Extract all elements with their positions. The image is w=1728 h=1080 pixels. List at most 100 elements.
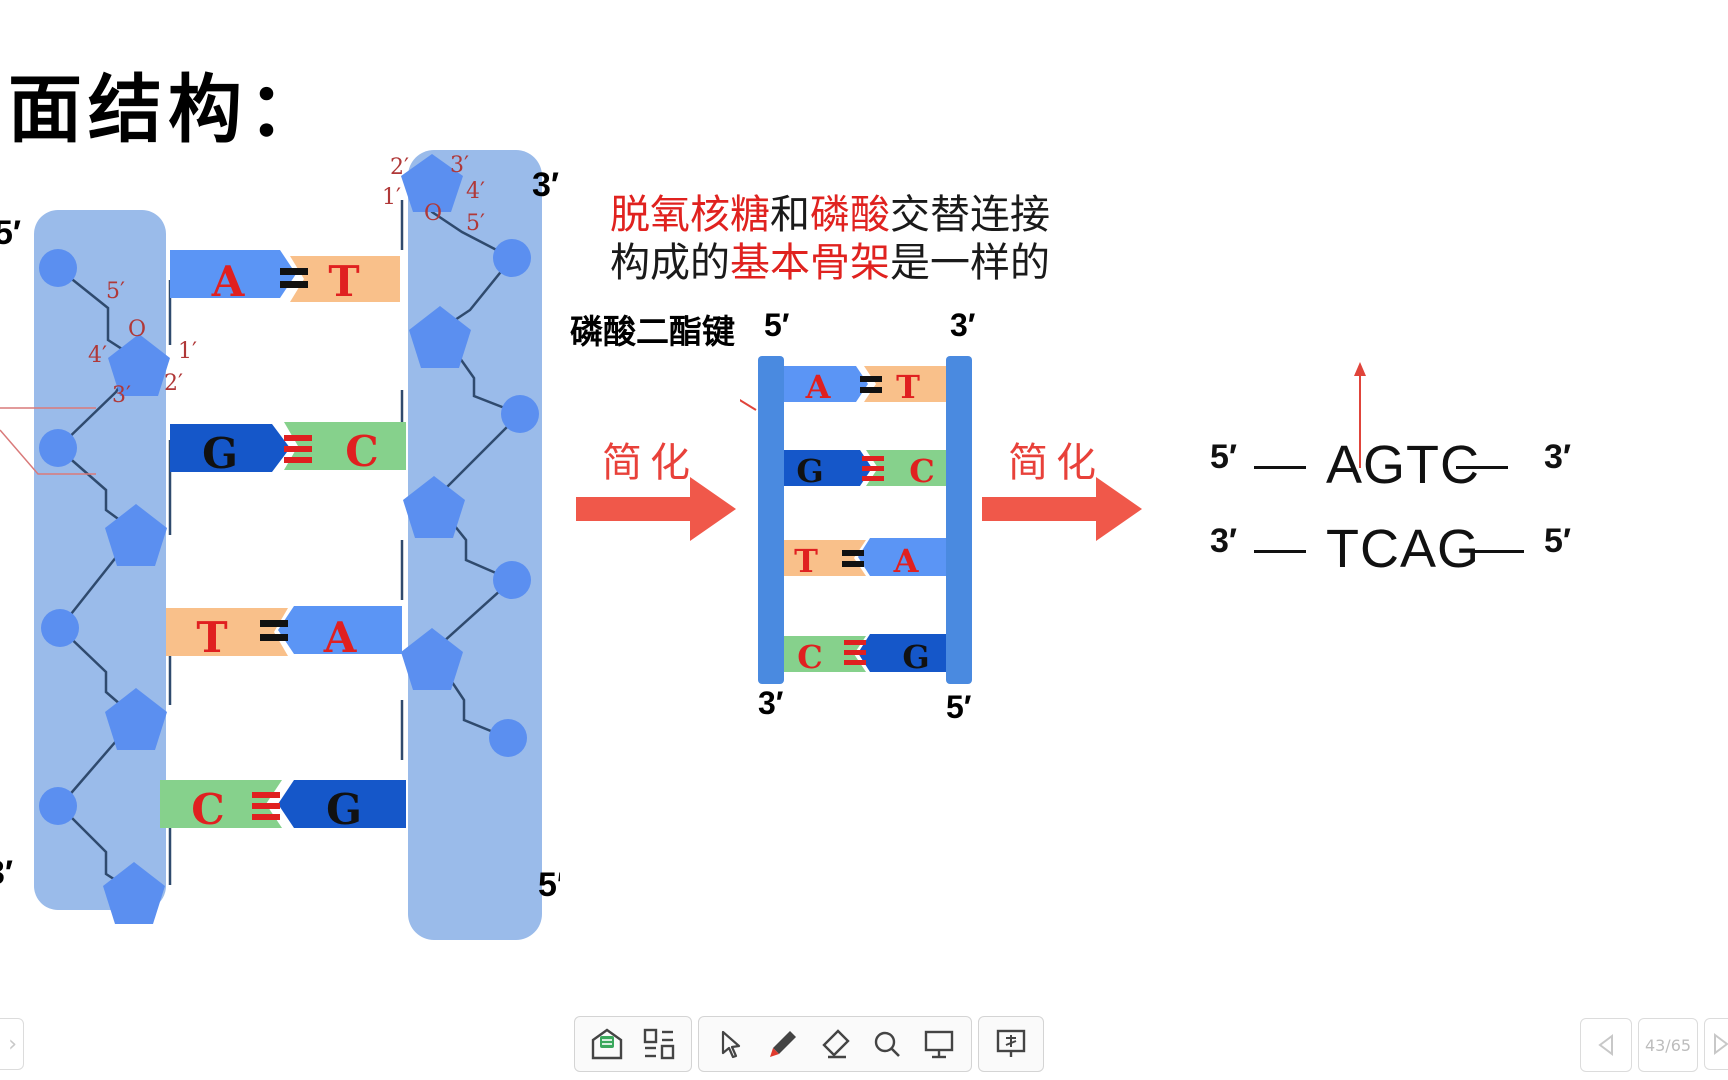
note-line-2: 构成的基本骨架是一样的: [610, 230, 1050, 288]
sequence-bottom-letters: TCAG: [1326, 519, 1481, 579]
previous-slide-edge[interactable]: ›: [0, 1018, 24, 1070]
presentation-button[interactable]: [987, 1020, 1035, 1068]
toolbar-group-2: [698, 1016, 972, 1072]
chevron-right-icon: ›: [8, 1031, 17, 1057]
mini-bottom-right-end: 5′: [946, 689, 972, 725]
mini-pair-2-right: C: [909, 452, 934, 490]
left-strand-bottom-end: 3′: [0, 854, 13, 892]
right-carbon-labels: 2′ 3′ 1′ 4′ O 5′: [382, 153, 485, 236]
note-alternating: 交替连接: [890, 192, 1050, 238]
note-same: 是一样的: [890, 240, 1050, 286]
mini-pair-4-left: C: [797, 638, 822, 676]
base-pair-2-left: G: [202, 429, 238, 478]
pen-button[interactable]: [759, 1020, 807, 1068]
base-pair-1-left: A: [211, 257, 246, 306]
pointer-line-left-2: [0, 429, 96, 475]
base-pair-1: A T: [170, 250, 400, 306]
mini-left-rail: [758, 356, 784, 684]
sequence-bottom-dash-2: [1472, 550, 1524, 553]
phosphodiester-bond-label: 磷酸二酯键: [570, 312, 735, 351]
grid-view-button[interactable]: [635, 1020, 683, 1068]
sequence-bottom-strand: 3′ TCAG 5′: [1210, 514, 1590, 584]
triangle-left-icon: [1598, 1034, 1613, 1056]
left-carbon-labels: 5′ O 4′ 1′ 3′ 2′: [88, 279, 197, 408]
slide-title: 面结构：: [8, 67, 328, 153]
base-pair-2: G C: [170, 422, 406, 478]
mini-pair-4: C G: [784, 634, 946, 676]
base-pair-4-right: G: [326, 785, 362, 834]
simplify-arrow-2: [982, 477, 1142, 541]
screen-icon: [924, 1030, 954, 1059]
page-navigation: 43/65: [1580, 1018, 1728, 1072]
carbon-2-left: 2′: [164, 371, 183, 396]
base-pair-3-left: T: [196, 613, 227, 662]
toolbar-group-3: [978, 1016, 1044, 1072]
mini-pair-4-right: G: [902, 638, 929, 676]
mini-pair-3-left: T: [794, 542, 818, 580]
notes-icon: [591, 1028, 623, 1060]
right-sugars: [401, 154, 471, 690]
left-phosphates: [39, 249, 79, 825]
mini-dna-ladder: A T G C T A C G 5′ 3′ 3′ 5′: [740, 307, 976, 725]
eraser-icon: [822, 1029, 850, 1059]
carbon-1-left: 1′: [178, 339, 197, 364]
base-pair-4: C G: [160, 780, 406, 834]
carbon-2-right: 2′: [390, 155, 409, 180]
sequence-top-start: 5′: [1210, 438, 1238, 476]
bond-pointer-line: [740, 399, 757, 411]
simplify-arrow-1: [576, 477, 736, 541]
ring-oxygen-left: O: [128, 317, 146, 342]
page-indicator: 43/65: [1638, 1018, 1698, 1072]
base-pair-3-right: A: [323, 613, 358, 662]
carbon-5-left: 5′: [106, 279, 125, 304]
mini-bottom-left-end: 3′: [758, 685, 784, 721]
magnifier-icon: [874, 1031, 900, 1057]
mini-top-right-end: 3′: [950, 307, 976, 343]
note-phosphate: 磷酸: [810, 192, 890, 238]
toolbar-group-1: [574, 1016, 692, 1072]
note-deoxyribose: 脱氧核糖: [610, 192, 770, 238]
right-phosphates: [489, 239, 539, 757]
carbon-5-right: 5′: [466, 211, 485, 236]
carbon-3-right: 3′: [450, 153, 469, 178]
notes-button[interactable]: [583, 1020, 631, 1068]
note-and: 和: [770, 192, 810, 238]
mini-right-rail: [946, 356, 972, 684]
mini-top-left-end: 5′: [764, 307, 790, 343]
pointer-icon: [721, 1030, 741, 1059]
note-backbone: 基本骨架: [730, 240, 890, 286]
note-forming: 构成的: [610, 240, 730, 286]
sequence-bottom-dash-1: [1254, 550, 1306, 553]
right-strand-top-end: 3′: [532, 166, 559, 204]
sequence-top-strand: 5′ AGTC 3′: [1210, 430, 1590, 500]
eraser-button[interactable]: [811, 1020, 859, 1068]
sequence-top-letters: AGTC: [1326, 435, 1481, 495]
triangle-right-icon: [1714, 1033, 1728, 1055]
left-strand-top-end: 5′: [0, 214, 21, 252]
left-sugars: [103, 334, 170, 924]
sequence-top-dash-2: [1456, 466, 1508, 469]
carbon-4-left: 4′: [88, 343, 107, 368]
base-pair-3: T A: [166, 606, 402, 662]
grid-icon: [643, 1028, 675, 1060]
mini-pair-3-right: A: [893, 542, 920, 580]
base-pair-4-left: C: [191, 785, 224, 834]
simplify-label-1: 简化: [602, 440, 698, 486]
pointer-button[interactable]: [707, 1020, 755, 1068]
sequence-top-dash-1: [1254, 466, 1306, 469]
pen-icon: [770, 1031, 796, 1057]
sequence-bottom-start: 3′: [1210, 522, 1238, 560]
previous-page-button[interactable]: [1580, 1018, 1632, 1072]
presentation-icon: [996, 1029, 1026, 1057]
mini-pair-2-left: G: [796, 452, 823, 490]
mini-pair-1-right: T: [896, 368, 920, 406]
dna-ladder-diagram: 5′ O 4′ 1′ 3′ 2′ 2′ 3′ 1′ 4′ O 5′ A T G …: [0, 150, 560, 940]
carbon-3-left: 3′: [112, 383, 131, 408]
next-page-button[interactable]: [1704, 1018, 1728, 1070]
magnifier-button[interactable]: [863, 1020, 911, 1068]
screen-button[interactable]: [915, 1020, 963, 1068]
simplify-label-2: 简化: [1008, 440, 1104, 486]
sequence-top-end: 3′: [1544, 438, 1572, 476]
carbon-4-right: 4′: [466, 179, 485, 204]
sequence-bottom-end: 5′: [1544, 522, 1572, 560]
